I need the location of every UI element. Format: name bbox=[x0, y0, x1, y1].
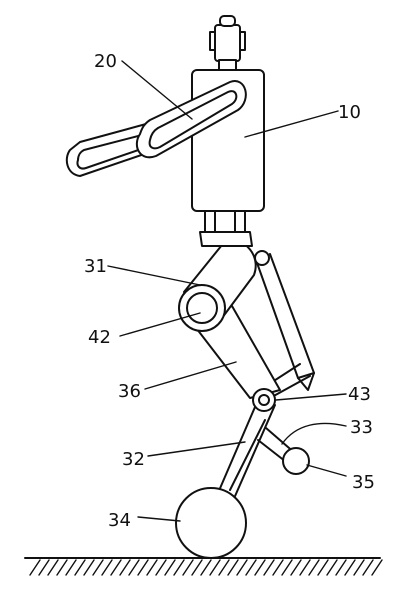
lower-leg bbox=[214, 399, 276, 504]
label-42: 42 bbox=[88, 327, 111, 348]
thigh-link bbox=[254, 250, 315, 399]
auxiliary-ball bbox=[282, 447, 310, 475]
label-10: 10 bbox=[338, 102, 361, 123]
ground bbox=[24, 557, 383, 576]
label-34: 34 bbox=[108, 510, 131, 531]
label-31: 31 bbox=[84, 256, 107, 277]
label-36: 36 bbox=[118, 381, 141, 402]
label-33: 33 bbox=[350, 417, 373, 438]
label-32: 32 bbox=[122, 449, 145, 470]
waist-connector bbox=[199, 209, 253, 247]
leader-lines bbox=[107, 60, 347, 522]
label-20: 20 bbox=[94, 51, 117, 72]
hip-cylinder bbox=[178, 238, 257, 332]
reference-labels: 20 10 31 42 36 43 33 32 35 34 bbox=[84, 51, 375, 531]
label-35: 35 bbox=[352, 472, 375, 493]
head bbox=[209, 15, 246, 71]
label-43: 43 bbox=[348, 384, 371, 405]
drive-wheel bbox=[175, 487, 247, 559]
knee-joint bbox=[252, 388, 276, 412]
